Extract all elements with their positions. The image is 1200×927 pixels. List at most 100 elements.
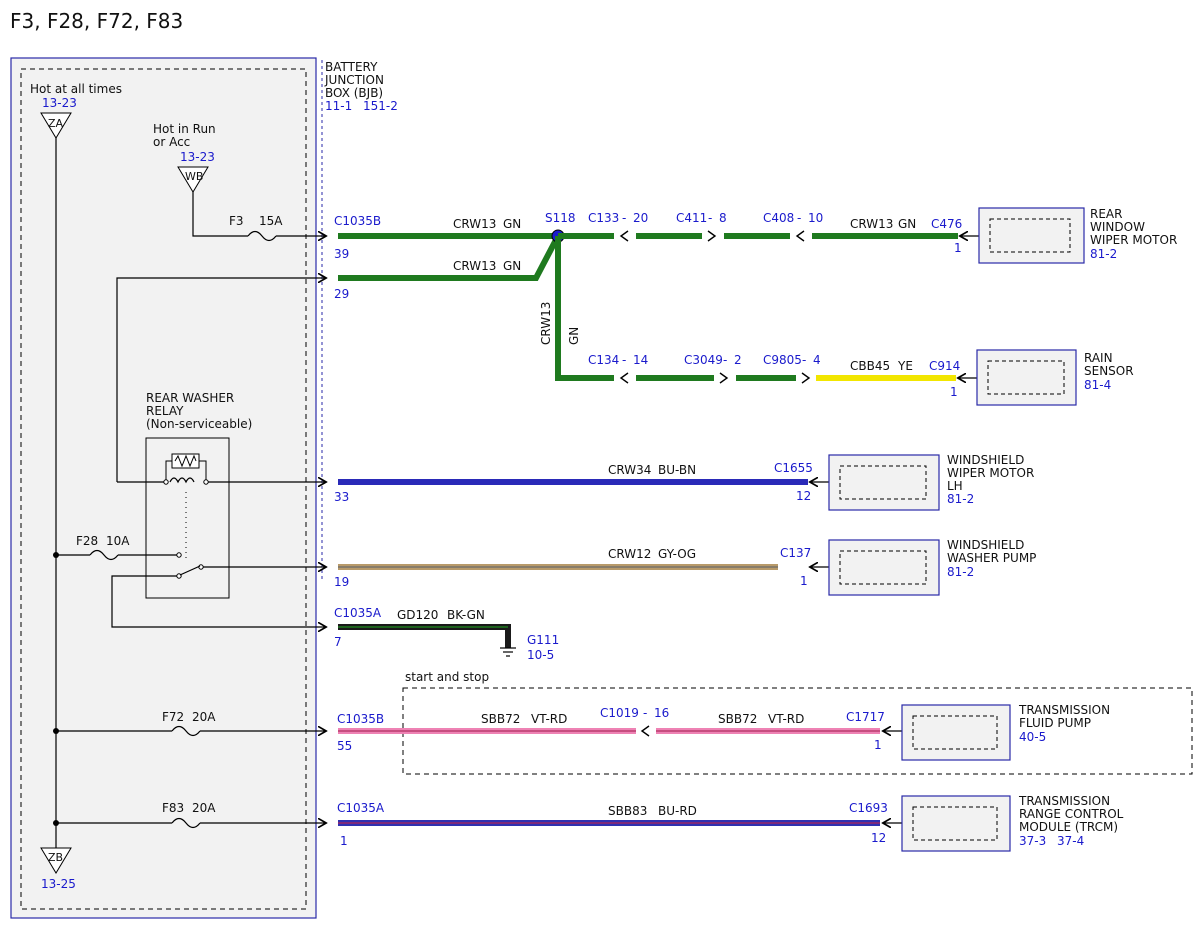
c3049-label: C3049: [684, 353, 723, 367]
svg-text:-: -: [708, 211, 712, 225]
trcm-line-2: RANGE CONTROL: [1019, 807, 1124, 821]
c1655-pin: 12: [796, 489, 811, 503]
wire-2-name: CRW13: [453, 259, 496, 273]
trcm-ref-1: 37-3: [1019, 834, 1046, 848]
wire-5-name: CBB45: [850, 359, 890, 373]
pin-29: 29: [334, 287, 349, 301]
c1693-pin: 12: [871, 831, 886, 845]
c133-arrow-icon: [619, 230, 629, 242]
wire-7-name: CRW12: [608, 547, 651, 561]
zb-ref: 13-25: [41, 877, 76, 891]
rear-wiper-line-3: WIPER MOTOR: [1090, 233, 1177, 247]
c1035b-bottom-label: C1035B: [337, 712, 384, 726]
c1019-label: C1019: [600, 706, 639, 720]
za-triangle: [40, 112, 72, 139]
wire-11-color: BU-RD: [658, 804, 697, 818]
wire-7-color: GY-OG: [658, 547, 696, 561]
wb-label-2: or Acc: [153, 135, 190, 149]
c914-label: C914: [929, 359, 960, 373]
fuse-f72-icon: [171, 725, 201, 737]
c411-arrow-icon: [707, 230, 717, 242]
wb-ref: 13-23: [180, 150, 215, 164]
rear-wiper-ref: 81-2: [1090, 247, 1117, 261]
ground-ref: 10-5: [527, 648, 554, 662]
wb-tag: WB: [185, 170, 203, 183]
c1019-arrow-icon: [640, 725, 650, 737]
ws-pump-line-2: WASHER PUMP: [947, 551, 1036, 565]
ws-wiper-motor-box: [828, 454, 940, 511]
wire-4-name: CRW13: [850, 217, 893, 231]
tfp-line-1: TRANSMISSION: [1018, 703, 1110, 717]
zb-triangle: [40, 847, 72, 874]
c914-pin: 1: [950, 385, 958, 399]
wire-9-name: SBB72: [481, 712, 520, 726]
bjb-inner-dashed: [20, 68, 307, 910]
bjb-name-3: BOX (BJB): [325, 86, 383, 100]
relay-line-2: RELAY: [146, 404, 184, 418]
c1019-pin: 16: [654, 706, 669, 720]
trcm-line-1: TRANSMISSION: [1018, 794, 1110, 808]
fuse-f3-rating: 15A: [259, 214, 283, 228]
svg-text:-: -: [802, 353, 806, 367]
pin-55: 55: [337, 739, 352, 753]
ground-name: G111: [527, 633, 559, 647]
c9805-arrow-icon: [801, 372, 811, 384]
c137-pin: 1: [800, 574, 808, 588]
c9805-label: C9805: [763, 353, 802, 367]
rain-sensor-ref: 81-4: [1084, 378, 1111, 392]
wire-3-color: GN: [567, 327, 581, 345]
svg-text:-: -: [622, 353, 626, 367]
wire-8-name: GD120: [397, 608, 438, 622]
wire-3-name: CRW13: [539, 302, 553, 345]
start-stop-region: [402, 687, 1193, 775]
pin-7: 7: [334, 635, 342, 649]
bjb-box: [10, 57, 317, 919]
c1655-label: C1655: [774, 461, 813, 475]
wire-1-name: CRW13: [453, 217, 496, 231]
rear-wiper-line-2: WINDOW: [1090, 220, 1145, 234]
transmission-fluid-pump-box: [901, 704, 1011, 761]
c3049-arrow-icon: [719, 372, 729, 384]
rear-wiper-motor-box: [978, 207, 1085, 264]
wire-8-color: BK-GN: [447, 608, 485, 622]
svg-text:-: -: [622, 211, 626, 225]
c476-pin: 1: [954, 241, 962, 255]
c1717-pin: 1: [874, 738, 882, 752]
wire-1-color: GN: [503, 217, 521, 231]
trcm-line-3: MODULE (TRCM): [1019, 820, 1118, 834]
wire-6-color: BU-BN: [658, 463, 696, 477]
ws-wiper-line-2: WIPER MOTOR: [947, 466, 1034, 480]
wire-2-color: GN: [503, 259, 521, 273]
relay-coil-icon: [169, 477, 195, 484]
fuse-f3-name: F3: [229, 214, 244, 228]
svg-text:-: -: [643, 706, 647, 720]
wire-10-name: SBB72: [718, 712, 757, 726]
c411-label: C411: [676, 211, 707, 225]
wire-9-color: VT-RD: [531, 712, 567, 726]
pin-1: 1: [340, 834, 348, 848]
bjb-ref-1: 11-1: [325, 99, 352, 113]
c1035a-mid-label: C1035A: [334, 606, 382, 620]
ws-wiper-ref: 81-2: [947, 492, 974, 506]
c137-label: C137: [780, 546, 811, 560]
ws-pump-line-1: WINDSHIELD: [947, 538, 1024, 552]
c411-pin: 8: [719, 211, 727, 225]
c476-label: C476: [931, 217, 962, 231]
rain-sensor-line-2: SENSOR: [1084, 364, 1134, 378]
svg-text:-: -: [797, 211, 801, 225]
relay-ground-wire: [111, 575, 325, 627]
wb-wire: [192, 192, 248, 237]
trcm-ref-2: 37-4: [1057, 834, 1084, 848]
c134-pin: 14: [633, 353, 648, 367]
tfp-ref: 40-5: [1019, 730, 1046, 744]
fuse-f83-rating: 20A: [192, 801, 216, 815]
tfp-line-2: FLUID PUMP: [1019, 716, 1091, 730]
c9805-pin: 4: [813, 353, 821, 367]
ws-wiper-line-1: WINDSHIELD: [947, 453, 1024, 467]
wire-6-name: CRW34: [608, 463, 651, 477]
c1035a-bottom-label: C1035A: [337, 801, 385, 815]
zb-tag: ZB: [48, 851, 63, 864]
wb-label-1: Hot in Run: [153, 122, 216, 136]
c1035b-top-label: C1035B: [334, 214, 381, 228]
za-tag: ZA: [48, 117, 64, 130]
